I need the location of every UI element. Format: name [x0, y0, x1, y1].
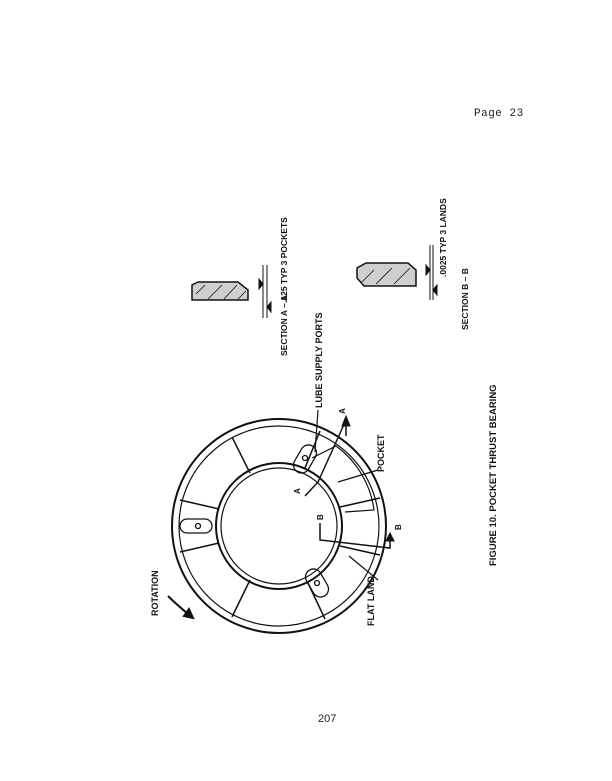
leader-lines: [314, 409, 379, 581]
cut-a-label-upper: A: [338, 408, 347, 414]
pad-dividers: [179, 430, 381, 620]
lube-supply-port-slots: [179, 444, 330, 598]
bearing-ring-drawing: [171, 418, 387, 634]
lube-supply-ports-label: LUBE SUPPLY PORTS: [314, 312, 324, 408]
section-b-detail: [356, 245, 438, 300]
page-label: Page 23: [474, 108, 524, 120]
section-b-profile: [356, 262, 417, 287]
bearing-outer-rim: [178, 425, 380, 627]
pocket-label: POCKET: [376, 434, 386, 472]
section-a-detail: [191, 265, 272, 318]
flat-land-label: FLAT LAND: [366, 576, 376, 626]
page-number: 207: [318, 713, 337, 725]
figure-caption: FIGURE 10. POCKET THRUST BEARING: [488, 384, 499, 566]
section-a-title: SECTION A – A: [279, 295, 289, 356]
bearing-outer-edge: [171, 418, 387, 634]
rotation-label: ROTATION: [150, 570, 160, 616]
bearing-inner-edge: [215, 462, 343, 590]
section-a-dimension: .125 TYP 3 POCKETS: [279, 217, 289, 303]
bearing-inner-rim: [220, 467, 338, 585]
cut-line-b: [319, 523, 391, 549]
cut-b-label-right: B: [394, 524, 403, 530]
pocket-recess: [311, 445, 375, 513]
cut-a-label-lower: A: [293, 488, 302, 494]
section-a-profile: [191, 281, 249, 301]
section-cut-lines: [304, 414, 395, 549]
section-b-dimension: .0025 TYP 3 LANDS: [438, 198, 448, 277]
section-b-title: SECTION B – B: [460, 268, 470, 330]
cut-line-a: [304, 419, 347, 497]
cut-b-label-lower: B: [316, 514, 325, 520]
rotation-arrow: [167, 595, 195, 620]
